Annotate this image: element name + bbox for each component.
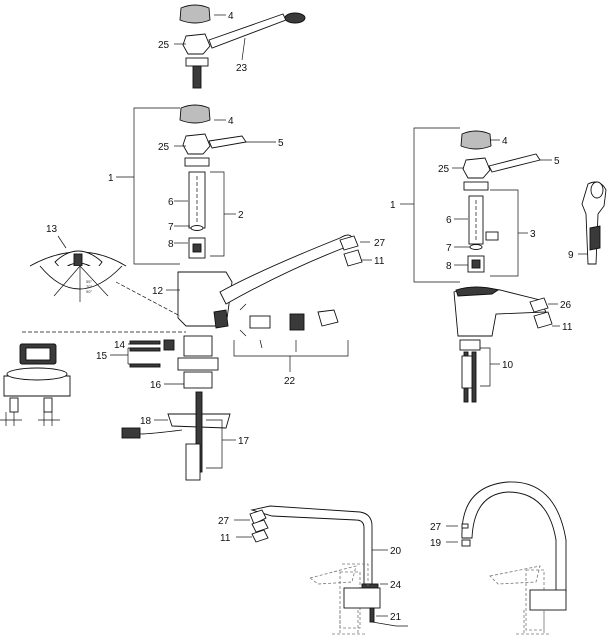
- short-lever-part-5-right: [488, 153, 541, 173]
- rotation-limiter-part-13: 55° 70° 90°: [29, 235, 127, 302]
- label-25-mid: 25: [158, 142, 170, 153]
- label-10: 10: [502, 360, 514, 371]
- main-valve-column: [22, 104, 355, 481]
- label-8-right: 8: [446, 261, 452, 272]
- o-ring-part-7: [190, 225, 204, 231]
- cap-part-4-mid: [179, 104, 211, 124]
- label-17: 17: [238, 436, 250, 447]
- label-22: 22: [284, 376, 296, 387]
- base-mounting-kit: [0, 343, 71, 426]
- top-cartridge-stem: [192, 65, 202, 89]
- swivel-spout: [219, 234, 355, 305]
- label-12: 12: [152, 286, 164, 297]
- bracket-group-2: [210, 171, 225, 257]
- label-23: 23: [236, 63, 248, 74]
- label-15: 15: [96, 351, 108, 362]
- base-part-16: [183, 371, 213, 389]
- flex-hose-part-17: [139, 429, 183, 435]
- angle-mark-90: 90°: [86, 289, 92, 294]
- diverter-assembly-part-22: [213, 303, 349, 372]
- lever-hub-part-25-top: [182, 33, 211, 55]
- lever-handle-assembly-top: [174, 4, 306, 89]
- label-6-right: 6: [446, 215, 452, 226]
- label-2: 2: [238, 210, 244, 221]
- label-25-right: 25: [438, 164, 450, 175]
- label-6-left: 6: [168, 197, 174, 208]
- label-27-lower-left: 27: [218, 516, 230, 527]
- callout-labels: 4 25 23 4 25 5 1 6 2 7 8 13 27 11 12 14 …: [46, 11, 574, 623]
- label-7-left: 7: [168, 222, 174, 233]
- cartridge-collar: [184, 157, 210, 167]
- label-11-right: 11: [562, 322, 573, 333]
- label-16: 16: [150, 380, 162, 391]
- aerator-set-upper: [339, 235, 372, 267]
- label-1-left: 1: [108, 173, 114, 184]
- label-1-right: 1: [390, 200, 396, 211]
- label-20: 20: [390, 546, 402, 557]
- check-valve-part-14: [163, 339, 175, 351]
- hand-shower-part-9: [578, 181, 607, 265]
- o-rings-part-15-zone: [177, 357, 219, 371]
- label-4-top: 4: [228, 11, 234, 22]
- label-4-mid: 4: [228, 116, 234, 127]
- label-14: 14: [114, 340, 126, 351]
- label-4-right: 4: [502, 136, 508, 147]
- bracket-group-1: [133, 107, 180, 265]
- label-13: 13: [46, 224, 58, 235]
- bracket-group-10: [480, 347, 491, 387]
- label-25-top: 25: [158, 40, 170, 51]
- lever-grip-end: [284, 12, 306, 24]
- label-21: 21: [390, 612, 402, 623]
- angle-mark-70: 70°: [86, 284, 92, 289]
- label-11-upper: 11: [374, 256, 385, 267]
- sink-mixer-swan-neck: [446, 481, 567, 635]
- aerator-part-11-right: [533, 311, 553, 329]
- aerator-part-26: [529, 297, 549, 313]
- label-19: 19: [430, 538, 442, 549]
- label-3: 3: [530, 229, 536, 240]
- label-27-lower-right: 27: [430, 522, 442, 533]
- sink-mixer-l-spout: [234, 505, 408, 635]
- label-7-right: 7: [446, 243, 452, 254]
- top-cartridge-ring: [185, 57, 209, 67]
- label-18: 18: [140, 416, 152, 427]
- label-11-lower-left: 11: [220, 533, 231, 544]
- label-9: 9: [568, 250, 574, 261]
- label-5-left: 5: [278, 138, 284, 149]
- angle-mark-55: 55°: [86, 279, 92, 284]
- right-valve-column: [400, 127, 607, 403]
- part-19-insert: [461, 539, 471, 547]
- lever-hub-part-25-mid: [182, 133, 211, 155]
- short-lever-part-5: [208, 135, 247, 149]
- label-26: 26: [560, 300, 572, 311]
- pin-part-21: [369, 607, 375, 623]
- label-24: 24: [390, 580, 402, 591]
- label-8-left: 8: [168, 239, 174, 250]
- label-27-upper: 27: [374, 238, 386, 249]
- label-5-right: 5: [554, 156, 560, 167]
- cap-part-4-top: [179, 4, 211, 24]
- long-lever-part-23: [208, 13, 287, 49]
- lower-body-ring: [183, 335, 213, 357]
- lever-hub-part-25-right: [462, 157, 491, 179]
- cap-part-4-right: [460, 130, 492, 150]
- bracket-group-1-right: [413, 127, 460, 283]
- body-lower-sink: [343, 587, 381, 609]
